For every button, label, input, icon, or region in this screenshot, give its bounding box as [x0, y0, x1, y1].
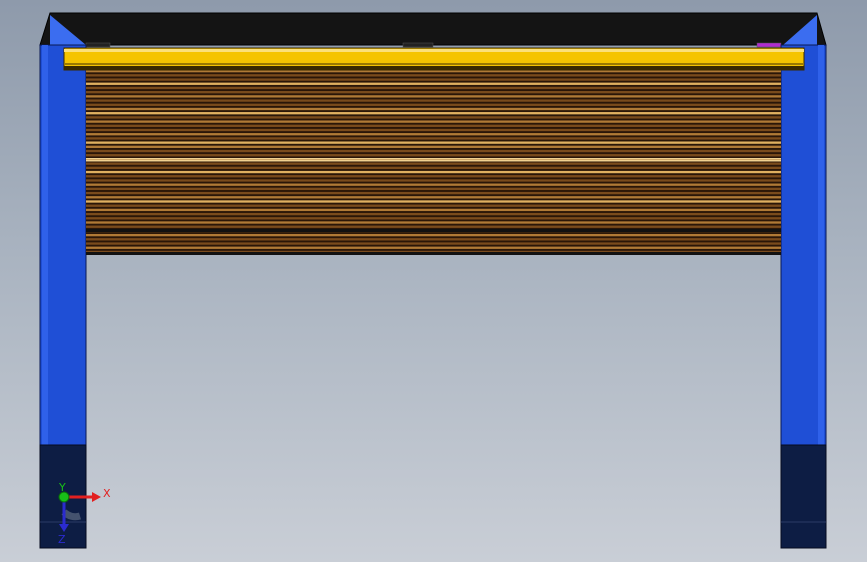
shutter-slat [86, 70, 781, 73]
shutter-slat [86, 238, 781, 241]
shutter-slat [86, 200, 781, 203]
z-arrowhead-icon [59, 524, 69, 532]
shutter-slat [86, 91, 781, 94]
shutter-slat [86, 187, 781, 191]
shutter-slat [86, 208, 781, 212]
top-bar[interactable] [63, 47, 805, 71]
header-right-bevel [783, 15, 817, 45]
shutter-slat [86, 162, 781, 165]
header-bracket-center [402, 42, 434, 48]
shutter-slat [86, 95, 781, 98]
shutter-slat [86, 175, 781, 178]
shutter-slat [86, 74, 781, 77]
y-axis-dot-icon [58, 491, 70, 503]
shutter-slat [86, 137, 781, 140]
shutter-slat [86, 112, 781, 115]
shutter-slat [86, 124, 781, 127]
shutter-slat [86, 170, 781, 174]
shutter-slat [86, 250, 781, 254]
right-column[interactable] [780, 44, 827, 549]
shutter-slat [86, 133, 781, 136]
x-arrowhead-icon [92, 492, 101, 502]
header-bracket-right [756, 42, 782, 48]
shutter-slat [86, 179, 781, 182]
header-left-bevel [50, 15, 86, 45]
coordinate-triad[interactable]: X Y Z [58, 481, 111, 546]
shutter-slat [86, 78, 781, 81]
shutter-slat [86, 196, 781, 199]
y-axis-label: Y [58, 481, 66, 494]
left-column[interactable] [39, 44, 87, 549]
shutter-slat [86, 154, 781, 157]
shutter-slat [86, 99, 781, 102]
shutter-slat [86, 145, 781, 148]
shutter-slat [86, 103, 781, 106]
shutter-slat [86, 246, 781, 249]
shutter-slat [86, 149, 781, 153]
shutter-seam [86, 229, 781, 232]
shutter-slat [86, 116, 781, 119]
shutter-slat [86, 82, 781, 85]
shutter-slat [86, 166, 781, 170]
shutter-slat [86, 86, 781, 90]
shutter-slat [86, 191, 781, 195]
shutter-slat [86, 120, 781, 123]
z-axis-label: Z [58, 533, 66, 546]
shutter-slat [86, 212, 781, 216]
x-axis-label: X [103, 487, 111, 500]
shutter-slat [86, 183, 781, 186]
shutter-slat [86, 242, 781, 245]
shutter-seam [86, 158, 781, 160]
shutter-curtain[interactable] [86, 70, 781, 255]
shutter-slat [86, 107, 781, 111]
shutter-slat [86, 217, 781, 220]
shutter-bottom-edge [86, 252, 781, 255]
header-housing[interactable] [39, 12, 827, 46]
header-bracket-left [85, 42, 111, 48]
shutter-slat [86, 225, 781, 228]
shutter-slat [86, 141, 781, 144]
shutter-slat [86, 128, 781, 132]
shutter-slat [86, 221, 781, 224]
shutter-slat [86, 204, 781, 207]
shutter-seam [86, 160, 781, 162]
shutter-slat [86, 233, 781, 237]
